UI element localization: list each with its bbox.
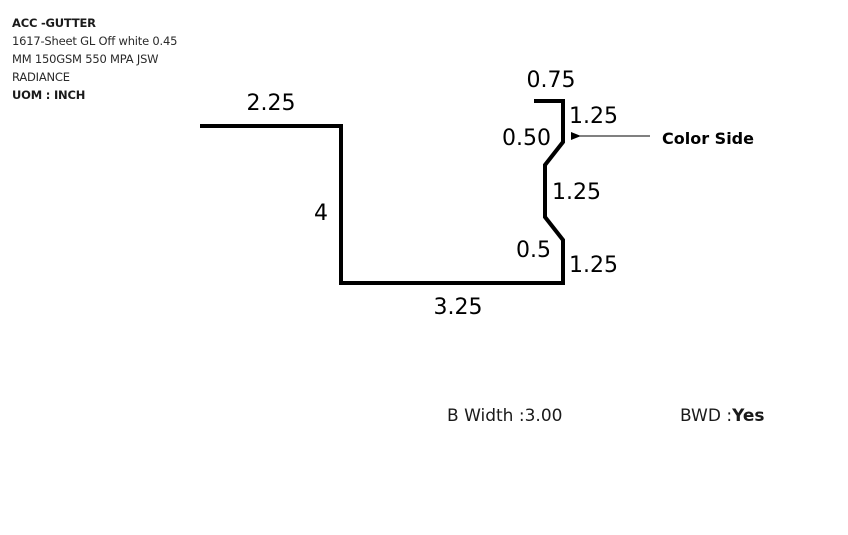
material-line-1: 1617-Sheet GL Off white 0.45: [12, 34, 178, 48]
product-title: ACC -GUTTER: [12, 16, 96, 30]
bwd-field: BWD :Yes: [680, 406, 765, 426]
gutter-profile-line: [200, 99, 565, 285]
dim-base: 3.25: [434, 295, 483, 320]
dim-left-wall: 4: [314, 201, 328, 226]
material-line-3: RADIANCE: [12, 70, 70, 84]
dim-upper-bend: 0.50: [502, 126, 551, 151]
b-width-value: 3.00: [524, 406, 563, 426]
dim-lower-right-segment: 1.25: [569, 253, 618, 278]
uom-label: UOM : INCH: [12, 88, 86, 102]
b-width-label: B Width :: [447, 406, 525, 426]
dim-upper-right-segment: 1.25: [569, 104, 618, 129]
bwd-label: BWD :: [680, 406, 733, 426]
dim-top-lip: 0.75: [527, 68, 576, 93]
dim-middle-right-segment: 1.25: [552, 180, 601, 205]
dim-lower-bend: 0.5: [516, 238, 551, 263]
bwd-value: Yes: [732, 406, 765, 426]
color-side-label: Color Side: [662, 129, 754, 148]
material-line-2: MM 150GSM 550 MPA JSW: [12, 52, 159, 66]
b-width-field: B Width :3.00: [447, 406, 562, 426]
info-block: ACC -GUTTER 1617-Sheet GL Off white 0.45…: [12, 14, 202, 104]
dim-top-left-flange: 2.25: [247, 91, 296, 116]
